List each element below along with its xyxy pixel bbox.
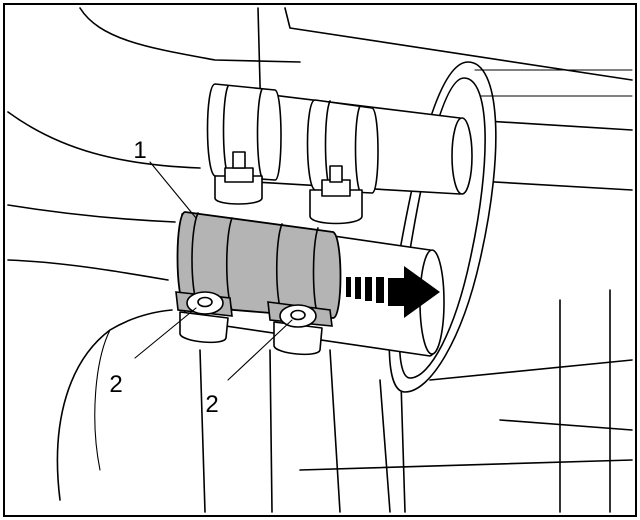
clamp-nut-left bbox=[179, 291, 229, 344]
direction-arrow-icon bbox=[346, 266, 440, 318]
vehicle-underbody bbox=[7, 7, 633, 513]
leader-lines bbox=[134, 161, 293, 381]
callout-1: 1 bbox=[133, 137, 146, 164]
callout-2-left: 2 bbox=[109, 371, 122, 398]
upper-clamp bbox=[206, 83, 379, 225]
clamp-nut-right bbox=[273, 304, 323, 356]
callout-2-right: 2 bbox=[205, 391, 218, 418]
